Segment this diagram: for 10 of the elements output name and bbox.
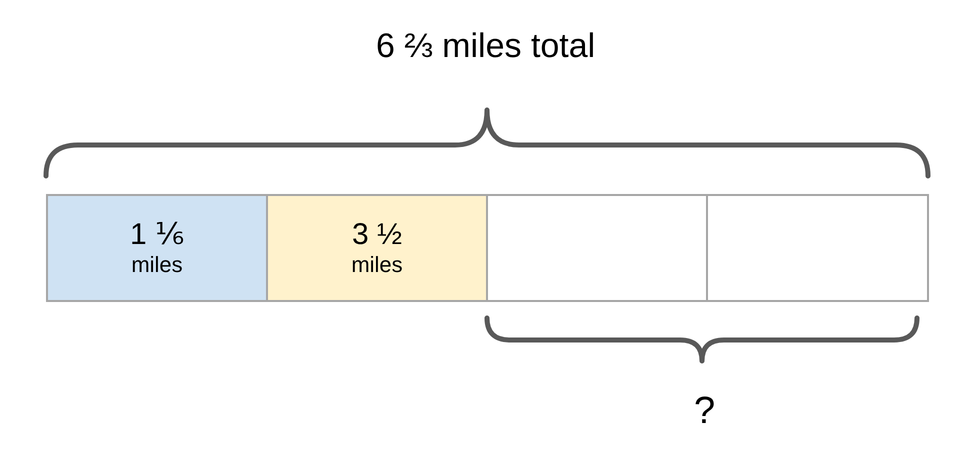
tape-segment [266,194,488,302]
segment-value: 3 ½ [352,218,402,252]
segment-value: 1 ⅙ [130,218,184,252]
question-label: ? [694,390,716,434]
total-label: 6 ⅔ miles total [376,27,596,66]
tape-segment [706,194,929,302]
unit-label: miles [131,252,183,278]
tape-segment [486,194,708,302]
unit-label: miles [351,252,403,278]
tape-segment [46,194,268,302]
